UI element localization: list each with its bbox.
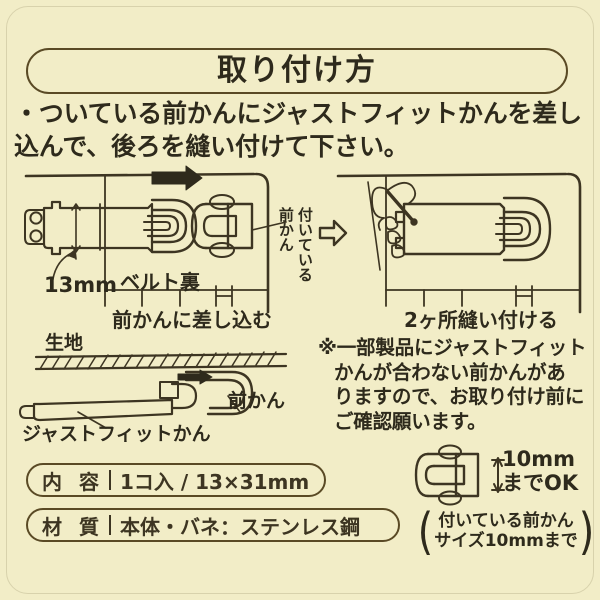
label-justfit-kan: ジャストフィットかん [22, 423, 211, 445]
spec-key-material: 材 質 [42, 514, 104, 539]
label-fabric: 生地 [45, 332, 84, 354]
spec-value-material: 本体・バネ：ステンレス鋼 [119, 514, 360, 539]
flow-arrow-icon [318, 218, 348, 252]
label-belt-back: ベルト裏 [120, 270, 200, 294]
label-maekan: 前かん [228, 390, 286, 412]
spec-row-material: 材 質 本体・バネ：ステンレス鋼 [26, 508, 400, 542]
paren-close: ) [578, 502, 595, 561]
caption-sew-two-places: 2ヶ所縫い付ける [404, 308, 558, 332]
caption-insert-into-maekan: 前かんに差し込む [112, 308, 272, 332]
paren-note-line-2: サイズ10mmまで [434, 530, 578, 551]
lead-instruction: ・ついている前かんにジャストフィットかんを差し込んで、後ろを縫い付けて下さい。 [14, 99, 582, 161]
diagram-illustration [19, 165, 582, 429]
caution-note-line-1: ※一部製品にジャストフィット [318, 336, 587, 359]
page-title: 取り付け方 [217, 53, 377, 88]
caution-note: ※一部製品にジャストフィット かんが合わない前かんがあ りますので、お取り付け前… [318, 336, 596, 434]
label-size-limit: 10mm までOK [502, 447, 579, 495]
paren-open: ( [417, 502, 434, 561]
caution-note-line-2: かんが合わない前かんがあ [334, 360, 566, 384]
spec-key-contents: 内 容 [42, 469, 104, 494]
label-size-limit-line-2: までOK [502, 470, 579, 495]
size-limit-illustration [412, 440, 596, 590]
diagram-area [0, 160, 600, 460]
spec-value-contents: 1コ入 / 13×31mm [119, 469, 310, 494]
size-limit-paren-note: ( 付いている前かん サイズ10mmまで ) [414, 502, 598, 561]
paren-note-line-1: 付いている前かん [438, 511, 574, 531]
section-title-pill: 取り付け方 [26, 48, 568, 94]
caution-note-line-3: りますので、お取り付け前に [334, 385, 585, 409]
spec-divider [108, 515, 111, 535]
label-13mm: 13mm [44, 273, 117, 297]
caution-note-line-4: ご確認願います。 [334, 409, 487, 433]
spec-divider [108, 470, 111, 490]
label-maekan-vertical: 前かん [276, 207, 295, 252]
label-size-limit-line-1: 10mm [502, 447, 575, 471]
spec-row-contents: 内 容 1コ入 / 13×31mm [26, 463, 326, 497]
label-tsuiteiru-vertical: 付いている [295, 207, 314, 282]
